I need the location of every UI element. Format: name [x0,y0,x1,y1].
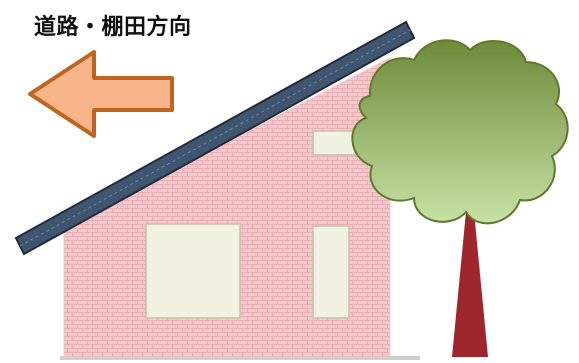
tree-crown [351,39,569,225]
solar-panel-cell-line [19,29,411,247]
window-large [145,223,241,319]
direction-label: 道路・棚田方向 [34,15,192,40]
ground-line [60,356,420,360]
window-narrow [312,225,350,319]
tree-trunk [452,170,488,357]
arrow-left-icon [28,50,174,138]
